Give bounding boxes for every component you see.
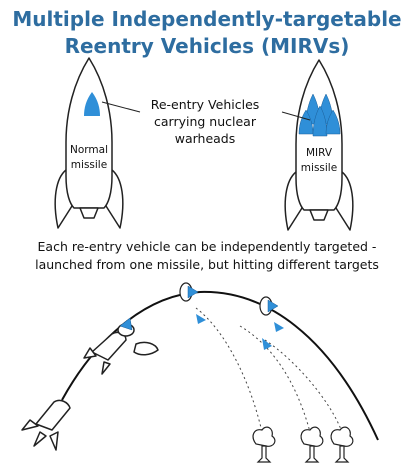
caption-line-2: launched from one missile, but hitting d…: [35, 257, 379, 272]
trajectory-arc: [61, 290, 379, 441]
normal-missile-body: [65, 57, 113, 209]
booster-stage: [21, 399, 71, 451]
impact-explosions: [252, 426, 354, 463]
diagram-title: Multiple Independently-targetable Reentr…: [0, 6, 414, 60]
mirv-missile-nozzle: [309, 209, 329, 221]
normal-missile-nozzle: [79, 207, 99, 219]
reentry-paths: [195, 307, 343, 433]
diagram-caption: Each re-entry vehicle can be independent…: [10, 238, 404, 274]
callout-pointer-right: [281, 111, 311, 121]
callout-line-1: Re-entry Vehicles: [150, 97, 260, 112]
explosion-1: [252, 426, 276, 463]
normal-missile-label: Normal missile: [64, 143, 114, 173]
title-line-1: Multiple Independently-targetable: [12, 7, 402, 31]
normal-missile-label-line-1: Normal: [70, 144, 108, 156]
reentry-vehicles-callout: Re-entry Vehicles carrying nuclear warhe…: [128, 96, 282, 147]
released-reentry-vehicles: [196, 314, 284, 350]
warhead-bus-2: [259, 296, 279, 316]
mirv-missile-illustration: [284, 59, 354, 231]
callout-line-2: carrying nuclear: [154, 114, 256, 129]
warhead-bus-1: [179, 282, 199, 302]
title-line-2: Reentry Vehicles (MIRVs): [64, 34, 350, 58]
single-warhead-icon: [84, 92, 100, 116]
callout-pointer-left: [101, 101, 141, 113]
callout-line-3: warheads: [174, 131, 236, 146]
explosion-3: [330, 426, 354, 463]
separating-stage: [83, 317, 159, 375]
normal-missile-label-line-2: missile: [70, 159, 108, 171]
caption-line-1: Each re-entry vehicle can be independent…: [37, 239, 377, 254]
normal-missile-illustration: [54, 57, 124, 229]
explosion-2: [300, 426, 324, 463]
mirv-missile-label-line-2: missile: [300, 162, 338, 174]
mirv-missile-label: MIRV missile: [293, 146, 345, 176]
mirv-missile-label-line-1: MIRV: [305, 147, 333, 159]
multiple-warheads-icon: [298, 93, 341, 137]
